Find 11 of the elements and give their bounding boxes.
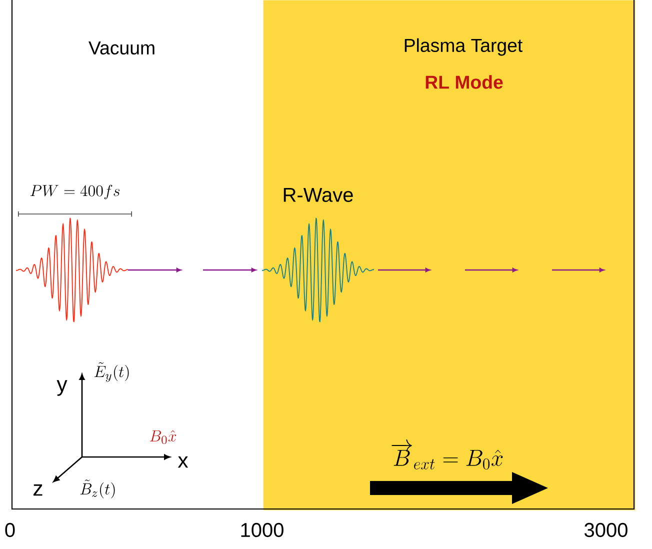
field-equation: $\overrightarrow{B}_{ext} = B_0\hat{x}$ — [392, 440, 503, 470]
axis-label: $\tilde{B}_z(t)$ — [80, 480, 115, 498]
axis-label: $\tilde{E}_y(t)$ — [94, 362, 129, 382]
axis-label: $\mathrm{z}$ — [34, 484, 42, 496]
tick-label: 0 — [5, 522, 15, 538]
tick-label: 1000 — [241, 522, 284, 538]
axis-label: $\mathrm{y}$ — [56, 380, 68, 396]
wave-label: R-Wave — [284, 188, 353, 202]
field-label: $B_0\hat{x}$ — [150, 430, 176, 444]
pulse-width-label: $PW = 400fs$ — [30, 184, 120, 200]
axis-label: $\mathrm{x}$ — [178, 456, 188, 468]
